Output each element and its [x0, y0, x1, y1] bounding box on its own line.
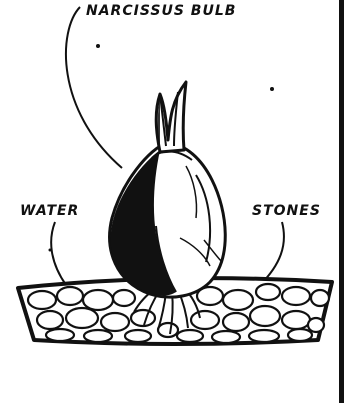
speck	[49, 249, 52, 252]
leader-line-water	[51, 222, 66, 285]
label-water: WATER	[20, 203, 79, 219]
shoot	[156, 82, 186, 152]
label-stones: STONES	[252, 203, 321, 219]
leader-line-stones	[260, 222, 284, 285]
bulb	[110, 82, 226, 297]
right-border	[339, 0, 344, 403]
speck	[270, 87, 274, 91]
speck	[96, 44, 100, 48]
leader-line-bulb	[66, 7, 122, 168]
label-narcissus-bulb: NARCISSUS BULB	[86, 3, 236, 19]
